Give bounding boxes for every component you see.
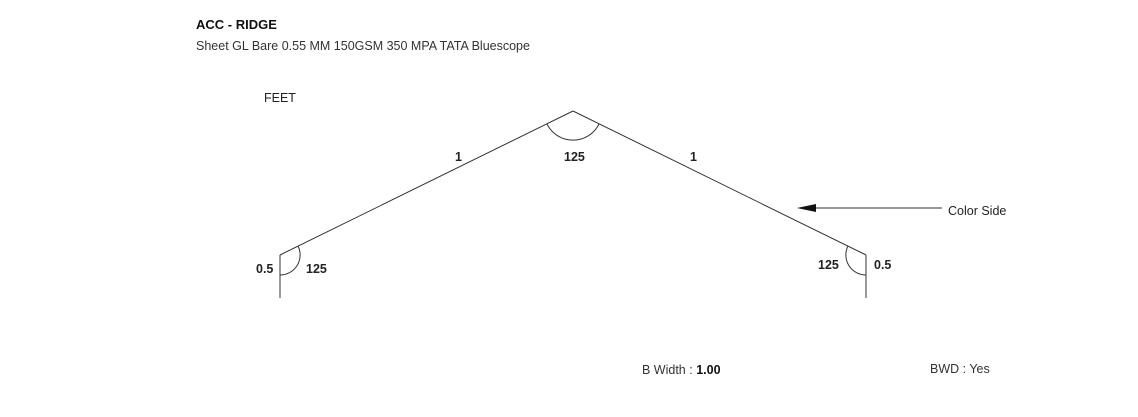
apex-angle-arc [546, 123, 600, 141]
b-width-label: B Width : [642, 363, 693, 377]
left-slope-length-label: 1 [455, 150, 462, 164]
bwd-label: BWD : Yes [930, 362, 990, 376]
left-slope-line [279, 110, 574, 256]
b-width: B Width : 1.00 [642, 363, 721, 377]
color-side-label: Color Side [948, 204, 1006, 218]
right-slope-length-label: 1 [690, 150, 697, 164]
right-bend-angle-arc [845, 245, 867, 276]
left-bend-angle-arc [279, 245, 301, 276]
apex-angle-label: 125 [564, 150, 585, 164]
left-bend-angle-label: 125 [306, 262, 327, 276]
product-title: ACC - RIDGE [196, 17, 277, 32]
right-bend-angle-label: 125 [818, 258, 839, 272]
drawing-header: ACC - RIDGE Sheet GL Bare 0.55 MM 150GSM… [196, 16, 530, 55]
right-lip-length-label: 0.5 [874, 258, 891, 272]
color-side-arrow-head [797, 204, 816, 212]
b-width-value: 1.00 [696, 363, 721, 377]
bwd-status: BWD : Yes [930, 362, 990, 376]
material-description: Sheet GL Bare 0.55 MM 150GSM 350 MPA TAT… [196, 39, 530, 53]
unit-label: FEET [264, 91, 296, 105]
left-lip-length-label: 0.5 [256, 262, 273, 276]
right-slope-line [572, 110, 867, 256]
